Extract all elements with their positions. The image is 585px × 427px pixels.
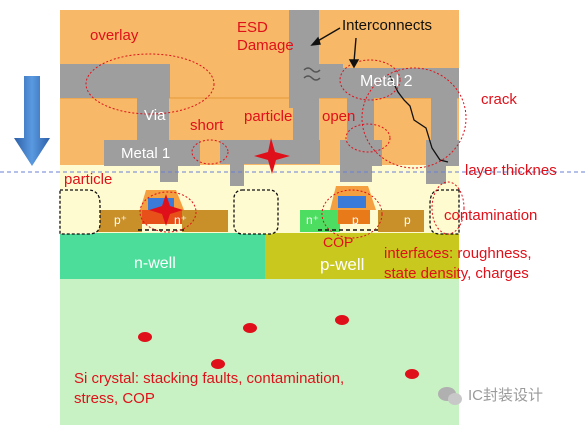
sti-center bbox=[233, 189, 279, 235]
label-interconnects: Interconnects bbox=[342, 17, 432, 34]
p-well-region bbox=[265, 233, 459, 279]
label-overlay: overlay bbox=[90, 27, 139, 44]
gate-poly-right bbox=[338, 196, 366, 208]
label-pwell: p-well bbox=[320, 255, 364, 274]
via-right bbox=[347, 98, 374, 140]
channel-left bbox=[142, 210, 182, 224]
source-drain-right-b bbox=[378, 210, 424, 232]
label-layer-thickness: layer thicknes bbox=[465, 162, 557, 179]
label-particle-left: particle bbox=[64, 171, 112, 188]
via-center bbox=[293, 98, 319, 140]
contact-right bbox=[340, 160, 372, 182]
interconnect-pointers bbox=[310, 27, 360, 69]
star-defect-icon bbox=[254, 138, 290, 174]
source-drain-right-a bbox=[300, 210, 340, 232]
sti-right bbox=[429, 189, 460, 235]
label-p-right-a: p bbox=[352, 213, 359, 227]
label-contamination: contamination bbox=[444, 207, 537, 224]
label-esd-1: ESD bbox=[237, 19, 268, 36]
label-metal2: Metal 2 bbox=[360, 73, 413, 90]
label-metal1: Metal 1 bbox=[121, 145, 170, 162]
via-left bbox=[137, 98, 169, 142]
sti-left bbox=[59, 189, 101, 235]
metal2-left bbox=[60, 64, 170, 98]
label-si-crystal-2: stress, COP bbox=[74, 390, 155, 407]
open-gap-icon bbox=[303, 67, 321, 81]
crack-line bbox=[389, 75, 449, 163]
label-p-plus: p⁺ bbox=[114, 213, 127, 227]
label-nwell: n-well bbox=[134, 255, 176, 272]
label-short: short bbox=[190, 117, 224, 134]
annotation-ellipses bbox=[85, 53, 467, 239]
metal2-right bbox=[343, 68, 459, 98]
watermark-text: IC封装设计 bbox=[468, 387, 543, 404]
via-far-right bbox=[431, 98, 457, 144]
metal1-left bbox=[104, 140, 200, 166]
label-n-plus-left: n⁺ bbox=[174, 213, 187, 227]
metal2-cap bbox=[300, 64, 343, 98]
label-via: Via bbox=[144, 107, 166, 124]
label-open: open bbox=[322, 108, 355, 125]
si-substrate bbox=[60, 277, 459, 425]
label-p-right-b: p bbox=[404, 213, 411, 227]
star-defect-icon bbox=[149, 194, 183, 226]
label-crack: crack bbox=[481, 91, 517, 108]
label-n-plus-right: n⁺ bbox=[306, 213, 319, 227]
oxide-band bbox=[60, 165, 459, 193]
label-interfaces-2: state density, charges bbox=[384, 265, 529, 282]
contact-left bbox=[160, 160, 178, 182]
label-interfaces-1: interfaces: roughness, bbox=[384, 245, 532, 262]
source-drain-left-a bbox=[96, 210, 142, 232]
label-cop: COP bbox=[323, 234, 353, 250]
label-si-crystal-1: Si crystal: stacking faults, contaminati… bbox=[74, 370, 344, 387]
wechat-icon bbox=[438, 387, 462, 405]
label-esd-2: Damage bbox=[237, 37, 294, 54]
down-arrow-icon bbox=[14, 76, 50, 166]
n-well-region bbox=[60, 233, 265, 279]
cop-dots bbox=[138, 315, 419, 379]
contact-mid bbox=[230, 160, 244, 186]
channel-right bbox=[338, 210, 370, 224]
source-drain-left-b bbox=[182, 210, 228, 232]
label-particle-top: particle bbox=[244, 108, 292, 125]
